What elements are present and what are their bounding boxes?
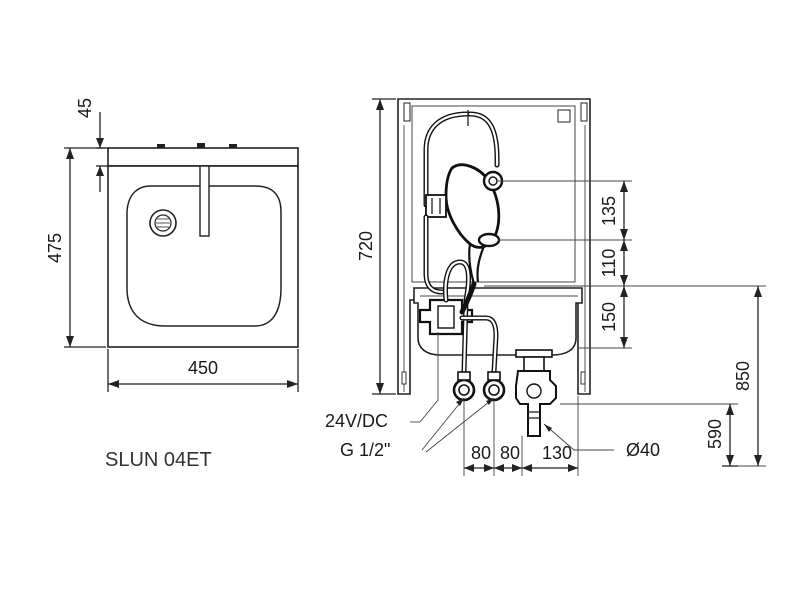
tap-knob-right xyxy=(229,144,237,148)
dim-850: 850 xyxy=(733,361,753,391)
dim-side-height: 720 xyxy=(356,231,376,261)
countertop xyxy=(107,147,299,167)
dim-130: 130 xyxy=(542,443,572,463)
dim-110: 110 xyxy=(599,249,619,278)
dim-590: 590 xyxy=(705,419,725,449)
dim-front-width: 450 xyxy=(188,358,218,378)
front-view: 45 475 450 SLUN 04ET xyxy=(45,98,299,471)
tap-knob-mid xyxy=(197,143,205,148)
valve-fitting-icon xyxy=(477,232,501,248)
spout xyxy=(199,165,210,237)
side-view: 720 135 110 150 850 590 xyxy=(325,98,766,476)
siphon xyxy=(515,370,557,437)
dim-front-height: 475 xyxy=(45,233,65,263)
model-label: SLUN 04ET xyxy=(105,449,212,471)
dim-front-top: 45 xyxy=(75,98,95,118)
tap-knob-left xyxy=(157,144,165,148)
drain-flange xyxy=(515,349,553,358)
dim-80-b: 80 xyxy=(500,443,520,463)
dim-150: 150 xyxy=(599,302,619,332)
label-power: 24V/DC xyxy=(325,411,388,431)
label-thread: G 1/2" xyxy=(340,440,390,460)
label-drain-diameter: Ø40 xyxy=(626,440,660,460)
dim-80-a: 80 xyxy=(471,443,491,463)
dim-135: 135 xyxy=(599,196,619,226)
